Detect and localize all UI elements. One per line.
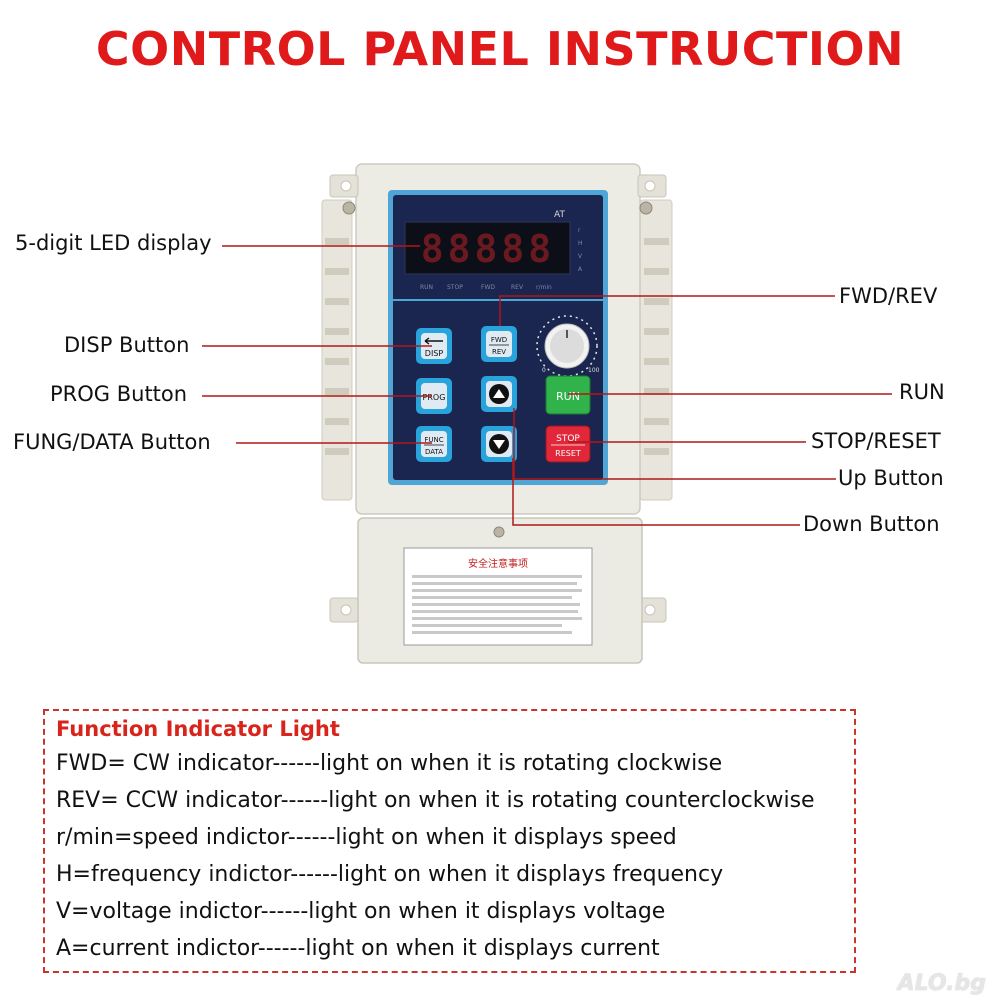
callout-stop-reset: STOP/RESET [811, 429, 941, 453]
callout-fung-data: FUNG/DATA Button [13, 430, 211, 454]
callout-disp: DISP Button [64, 333, 190, 357]
callout-up: Up Button [838, 466, 944, 490]
svg-text:RUN: RUN [556, 390, 580, 403]
callout-down: Down Button [803, 512, 940, 536]
callout-lines [202, 245, 892, 526]
fwd-rev-line [499, 295, 835, 326]
svg-text:V: V [578, 253, 583, 260]
up-button[interactable] [481, 376, 517, 412]
run-button[interactable]: RUN [545, 375, 591, 415]
unit-indicators: r H V A [578, 227, 583, 273]
led-digits: 88888 [421, 227, 555, 271]
svg-text:STOP: STOP [447, 284, 463, 291]
svg-text:DISP: DISP [425, 349, 444, 358]
brand-label: AT [554, 210, 565, 220]
watermark: ALO.bg [897, 971, 986, 996]
svg-text:REV: REV [511, 284, 524, 291]
screw-icon [342, 201, 653, 215]
down-button[interactable] [481, 426, 517, 462]
function-line: r/min=speed indictor------light on when … [56, 825, 677, 850]
svg-text:FWD: FWD [491, 336, 507, 344]
callout-run: RUN [899, 380, 945, 404]
led-display [404, 221, 571, 275]
svg-text:A: A [578, 266, 583, 273]
speed-knob[interactable]: 0 100 [536, 315, 600, 377]
mounting-ears [329, 174, 667, 623]
svg-text:H: H [578, 240, 583, 247]
warning-label: 安全注意事项 [403, 547, 593, 646]
svg-text:STOP: STOP [556, 434, 580, 444]
function-line: REV= CCW indicator------light on when it… [56, 788, 815, 813]
svg-text:REV: REV [492, 348, 506, 356]
screw-icon [493, 526, 505, 538]
svg-text:r: r [578, 227, 581, 234]
function-line: FWD= CW indicator------light on when it … [56, 751, 723, 776]
function-box-title: Function Indicator Light [56, 717, 340, 741]
svg-text:PROG: PROG [423, 393, 446, 402]
prog-button[interactable]: PROG [416, 378, 452, 414]
svg-text:RUN: RUN [420, 284, 433, 291]
function-line: H=frequency indictor------light on when … [56, 862, 724, 887]
function-line: A=current indictor------light on when it… [56, 936, 660, 961]
callout-prog: PROG Button [50, 382, 188, 406]
callout-fwd-rev: FWD/REV [839, 284, 938, 308]
svg-text:RESET: RESET [555, 449, 581, 458]
down-line [512, 458, 800, 526]
function-line: V=voltage indictor------light on when it… [56, 899, 666, 924]
func-data-button[interactable]: FUNC DATA [416, 426, 452, 462]
svg-text:FUNC: FUNC [424, 436, 443, 444]
fin-slots [325, 238, 669, 455]
arrow-left-icon [424, 337, 443, 345]
svg-text:安全注意事项: 安全注意事项 [468, 557, 528, 570]
page-title: CONTROL PANEL INSTRUCTION [95, 22, 905, 76]
stop-reset-button[interactable]: STOP RESET [545, 425, 591, 463]
knob-min-label: 0 [542, 367, 546, 374]
disp-button[interactable]: DISP [416, 328, 452, 364]
svg-text:FWD: FWD [481, 284, 495, 291]
function-indicator-box: Function Indicator Light FWD= CW indicat… [43, 709, 856, 973]
callout-led-display: 5-digit LED display [15, 231, 212, 255]
svg-text:DATA: DATA [425, 448, 443, 456]
status-indicators: RUN STOP FWD REV r/min [420, 284, 552, 291]
fwd-rev-button[interactable]: FWD REV [481, 326, 517, 362]
up-line [513, 408, 836, 480]
knob-max-label: 100 [588, 367, 600, 374]
svg-text:r/min: r/min [536, 284, 552, 291]
